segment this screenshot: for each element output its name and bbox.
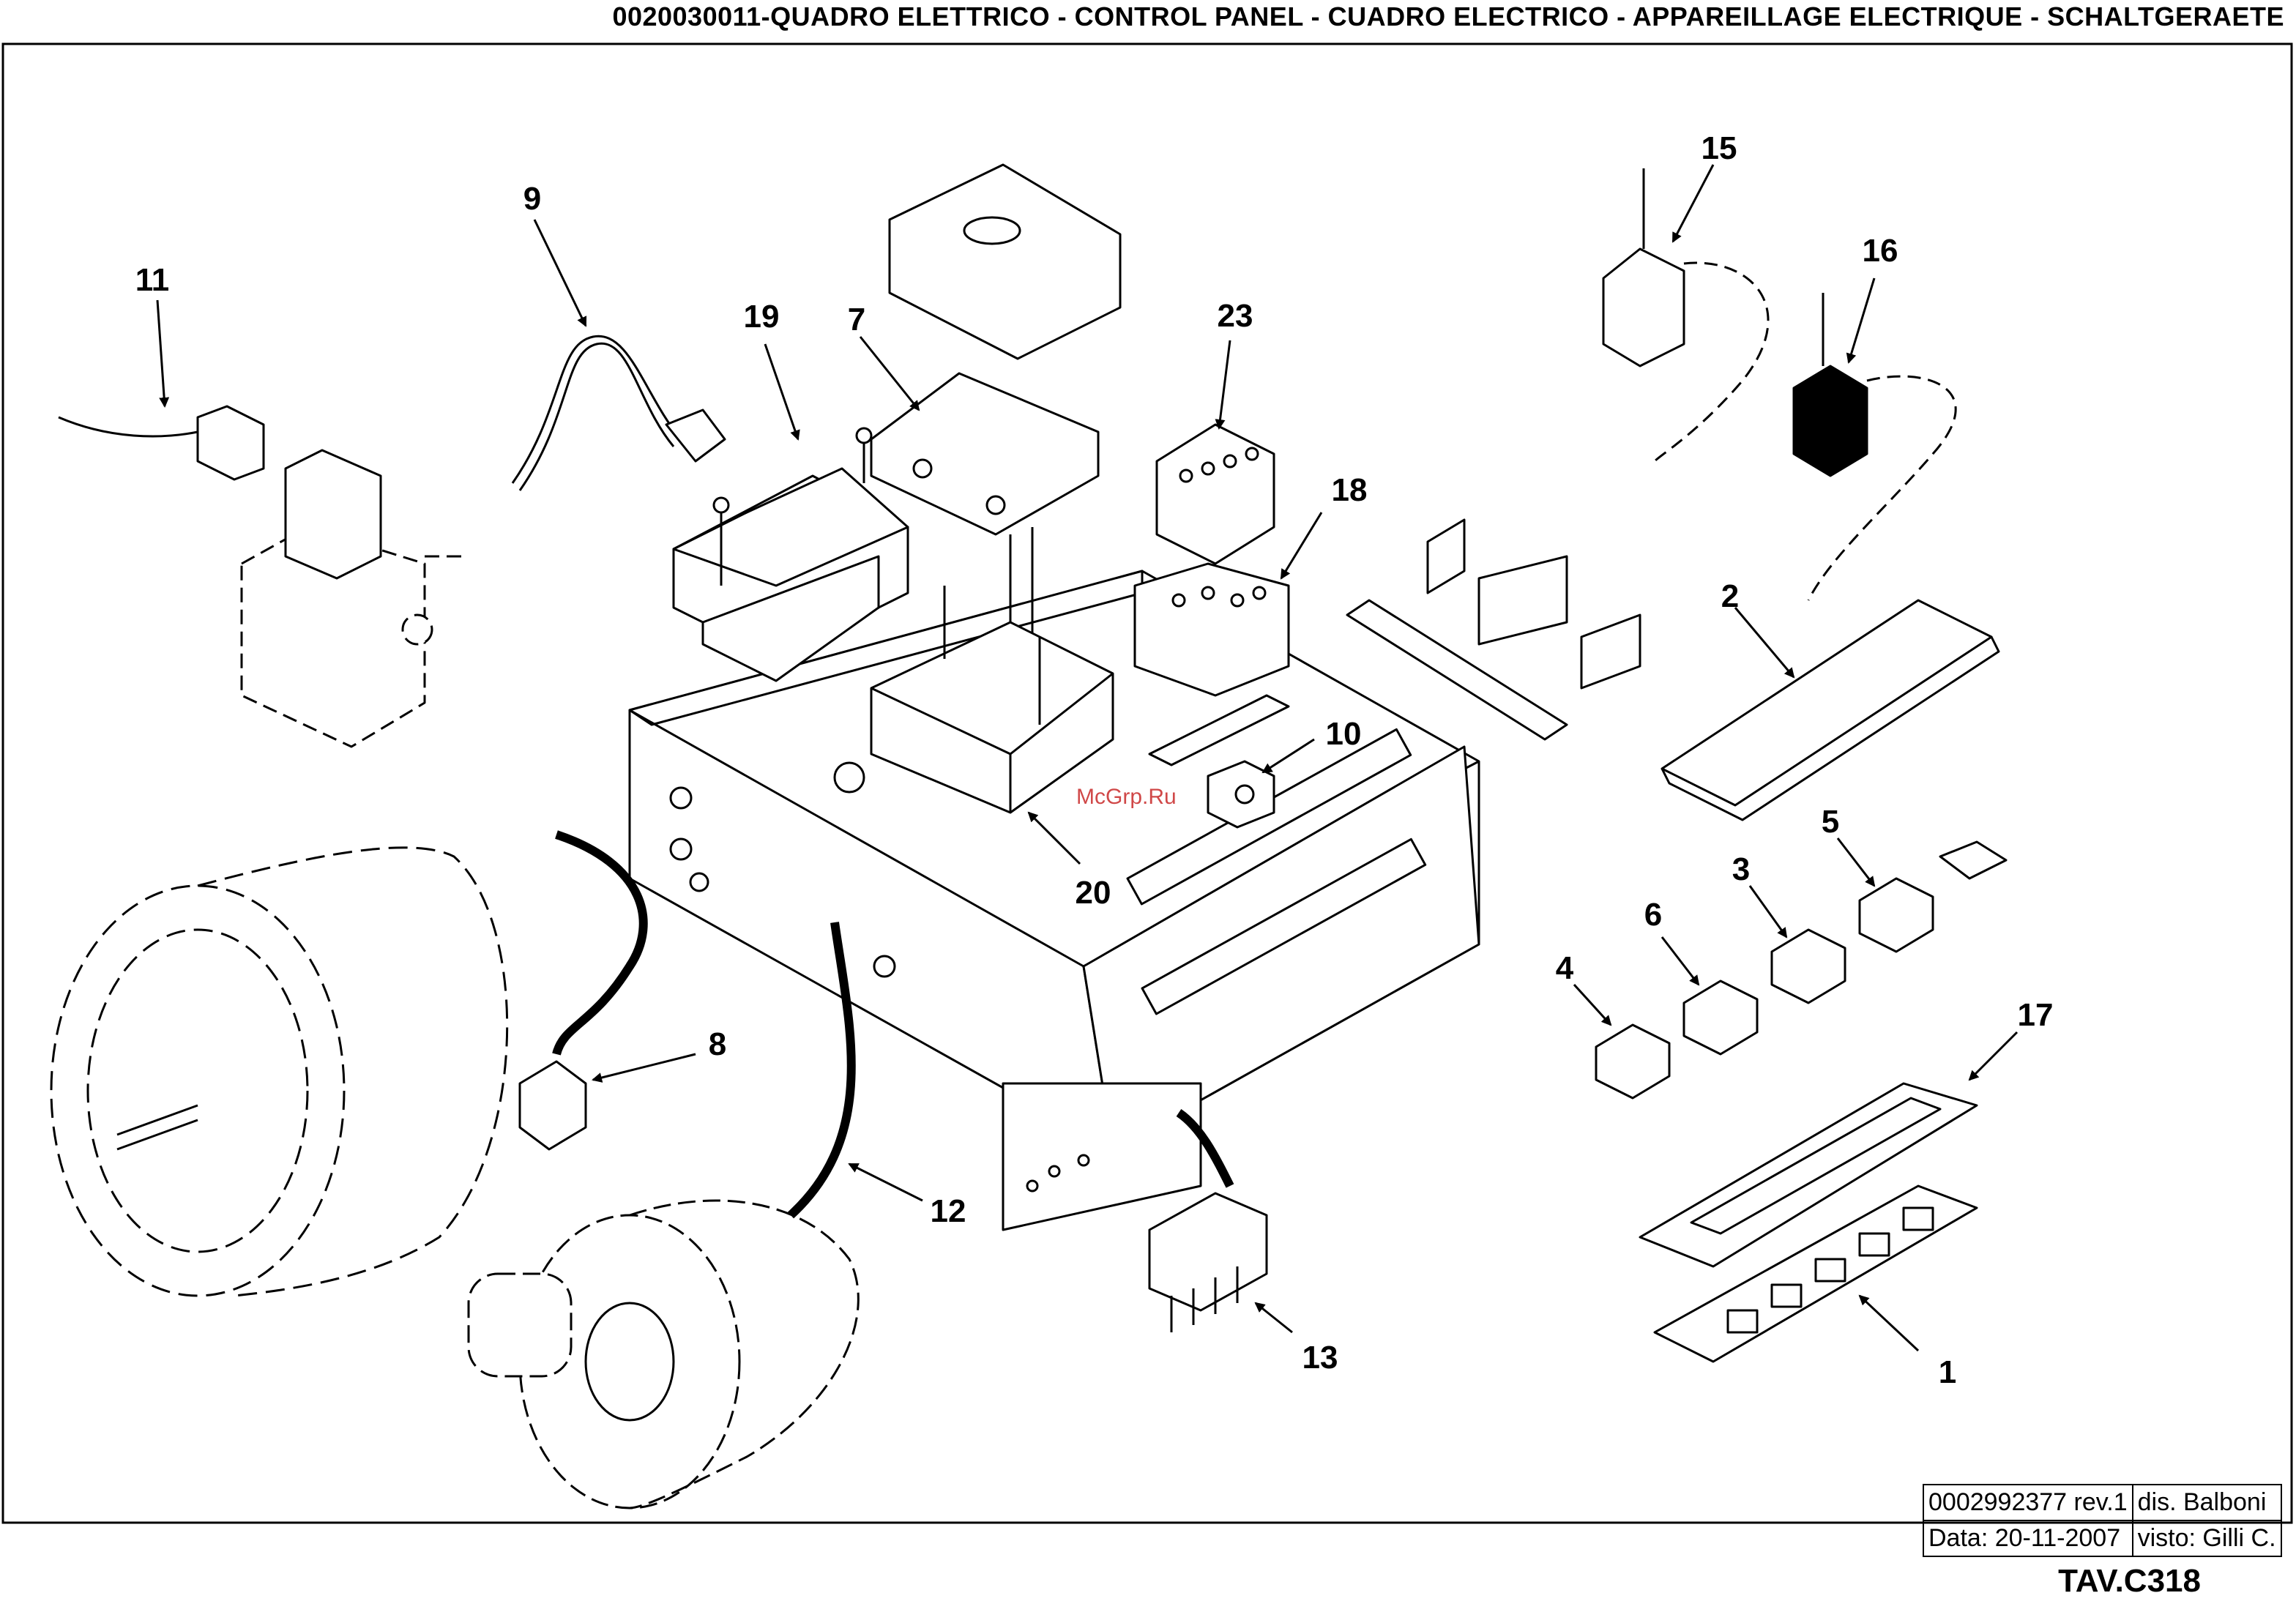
leader-2 [1735, 608, 1794, 677]
callout-13: 13 [1302, 1340, 1338, 1376]
din-rail-terminals [1347, 520, 1640, 739]
leader-4 [1574, 985, 1611, 1025]
callout-2: 2 [1721, 578, 1739, 615]
leader-19 [765, 344, 798, 439]
checked-by: visto: Gilli C. [2133, 1520, 2281, 1556]
callout-5: 5 [1822, 804, 1839, 840]
part-3-rocker-switch [1772, 930, 1845, 1003]
leader-1 [1860, 1296, 1918, 1351]
part-15-solenoid-connector [1603, 168, 1768, 461]
fan-motor [469, 1201, 858, 1508]
part-7-control-box-cover [890, 165, 1120, 359]
callout-11: 11 [135, 262, 170, 299]
callout-16: 16 [1863, 233, 1898, 269]
leader-12 [849, 1164, 922, 1201]
callout-4: 4 [1556, 950, 1573, 987]
spare-lens [1940, 842, 2006, 878]
part-9-cable [512, 336, 725, 490]
sheet-code: TAV.C318 [2058, 1563, 2201, 1600]
title-block: 0002992377 rev.1 dis. Balboni Data: 20-1… [1923, 1484, 2282, 1557]
leader-8 [593, 1054, 696, 1080]
callout-15: 15 [1702, 130, 1737, 167]
part-5-rocker-switch [1860, 878, 1933, 952]
part-18-terminal-block [1135, 564, 1289, 695]
callout-20: 20 [1076, 875, 1111, 911]
part-11-connector [59, 406, 264, 479]
part-8-plug [520, 835, 644, 1149]
part-16-solenoid-connector [1794, 293, 1956, 600]
leader-6 [1662, 937, 1699, 985]
part-4-rocker-switch [1596, 1025, 1669, 1098]
leader-9 [534, 220, 586, 326]
drawing-number: 0002992377 rev.1 [1923, 1485, 2133, 1520]
callout-12: 12 [931, 1193, 966, 1230]
callout-3: 3 [1732, 851, 1750, 888]
callout-17: 17 [2018, 997, 2054, 1034]
callout-6: 6 [1644, 897, 1662, 933]
callout-18: 18 [1332, 472, 1368, 509]
callout-7: 7 [848, 302, 865, 338]
callout-23: 23 [1218, 298, 1253, 335]
callout-10: 10 [1326, 716, 1362, 753]
watermark: McGrp.Ru [1076, 785, 1177, 810]
leader-5 [1838, 838, 1874, 886]
callout-9: 9 [523, 181, 541, 217]
leader-15 [1673, 165, 1713, 242]
leader-7 [860, 337, 919, 410]
leader-11 [157, 300, 165, 406]
part-17-front-label [1640, 1083, 1977, 1266]
drawn-by: dis. Balboni [2133, 1485, 2281, 1520]
callout-8: 8 [709, 1026, 726, 1063]
callout-19: 19 [744, 299, 780, 335]
leader-17 [1969, 1032, 2017, 1080]
solenoid-coil [286, 450, 381, 578]
leader-13 [1256, 1303, 1292, 1332]
part-6-rocker-switch [1684, 981, 1757, 1054]
drawing-date: Data: 20-11-2007 [1923, 1520, 2133, 1556]
callout-1: 1 [1939, 1354, 1956, 1391]
burner-motor [51, 848, 507, 1296]
leader-3 [1750, 886, 1786, 937]
part-23-terminal-block [1157, 425, 1274, 564]
leader-16 [1849, 278, 1874, 362]
leader-23 [1219, 340, 1230, 428]
part-2-transparent-cover [1662, 600, 1999, 820]
leader-18 [1281, 512, 1322, 578]
